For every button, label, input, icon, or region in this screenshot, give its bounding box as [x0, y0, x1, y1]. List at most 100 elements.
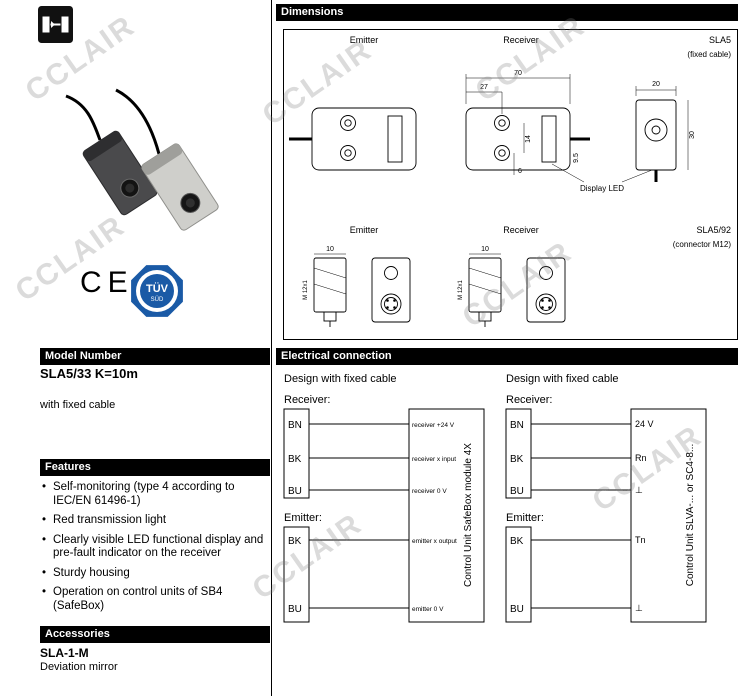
terminal-label: ⊥: [635, 485, 643, 495]
receiver-cap: [141, 143, 183, 175]
receiver-lens-inner: [185, 198, 195, 208]
icon-receiver-block: [61, 16, 69, 33]
features-list: Self-monitoring (type 4 according to IEC…: [40, 481, 276, 619]
side-body: [635, 99, 677, 171]
terminal-label: receiver 0 V: [412, 488, 447, 495]
emitter-front-lens: [384, 266, 398, 280]
control-unit-box: [408, 408, 485, 623]
emitter-hole-top: [340, 115, 356, 131]
receiver-body: [465, 107, 571, 171]
pin-label-bu: BU: [510, 604, 524, 615]
terminal-label: Tn: [635, 535, 646, 545]
pin-label-bu: BU: [510, 486, 524, 497]
emitter-label-bottom: Emitter: [350, 225, 379, 235]
circuit-title: Design with fixed cable: [284, 373, 397, 385]
m12-pin: [386, 299, 389, 302]
dimensions-header-label: Dimensions: [281, 6, 344, 18]
side-lens: [644, 118, 668, 142]
accessory-name: SLA-1-M: [40, 646, 89, 660]
feature-item: Clearly visible LED functional display a…: [40, 534, 276, 561]
terminal-label: emitter 0 V: [412, 606, 444, 613]
hatch-line: [313, 283, 347, 295]
control-unit-box: [630, 408, 707, 623]
tuv-circle: [140, 274, 174, 308]
emitter-pin-box: [505, 526, 532, 623]
emitter-pin-box: [283, 526, 310, 623]
sensor-emitter-photo: [82, 130, 158, 216]
tuv-sub-text: SÜD: [151, 296, 164, 303]
receiver-pin-box: [505, 408, 532, 499]
variant-fixed-label: SLA5: [709, 35, 731, 45]
side-lens-inner: [651, 125, 661, 135]
emitter-body: [311, 107, 417, 171]
pin-label-bn: BN: [288, 420, 302, 431]
control-unit-label: Control Unit SafeBox module 4X: [463, 443, 474, 587]
feature-item: Self-monitoring (type 4 according to IEC…: [40, 481, 276, 508]
pin-label-bu: BU: [288, 604, 302, 615]
dim-hole-gap-label: 14: [525, 135, 532, 143]
receiver-section-label: Receiver:: [284, 394, 330, 406]
emitter-m12-connector-inner: [384, 297, 398, 311]
variant-fixed-sub-label: (fixed cable): [687, 50, 731, 59]
emitter-lens-inner: [125, 183, 135, 193]
emitter-label-top: Emitter: [350, 35, 379, 45]
variant-connector-label: SLA5/92: [696, 225, 731, 235]
terminal-label: Rn: [635, 453, 647, 463]
receiver-hole-bottom: [494, 145, 510, 161]
variant-connector-sub-label: (connector M12): [673, 240, 732, 249]
through-beam-sensor-icon: [38, 6, 73, 43]
emitter-m12-plug: [323, 311, 337, 322]
dim-width-label: 70: [514, 70, 522, 77]
electrical-header-label: Electrical connection: [281, 350, 392, 362]
m12-pin: [541, 306, 544, 309]
emitter-section-label: Emitter:: [284, 512, 322, 524]
feature-item: Sturdy housing: [40, 567, 276, 581]
terminal-label: 24 V: [635, 419, 654, 429]
emitter-cable: [65, 94, 102, 141]
emitter-front-view: [289, 107, 417, 171]
pin-label-bk: BK: [288, 536, 302, 547]
receiver-front-lens: [539, 266, 553, 280]
terminal-label: receiver x input: [412, 456, 456, 463]
column-divider: [271, 0, 272, 696]
pin-label-bk: BK: [288, 454, 302, 465]
dim-bottom-gap-label: 6: [518, 168, 522, 175]
icon-beam-arrow: [51, 21, 55, 28]
display-led-callout: Display LED: [551, 163, 653, 193]
feature-item: Operation on control units of SB4 (SafeB…: [40, 586, 276, 613]
receiver-hole-top-inner: [498, 119, 506, 127]
pin-label-bn: BN: [510, 420, 524, 431]
receiver-front-body: [526, 257, 566, 323]
receiver-hole-top: [494, 115, 510, 131]
accessory-description: Deviation mirror: [40, 661, 118, 673]
hatch-line: [468, 283, 502, 295]
ce-mark: CE: [80, 266, 134, 299]
features-header: Features: [40, 459, 270, 476]
dim-offset-label: 27: [480, 84, 488, 91]
m12-pin: [548, 299, 551, 302]
receiver-section-label: Receiver:: [506, 394, 552, 406]
emitter-window: [387, 115, 403, 163]
accessories-header-label: Accessories: [45, 628, 110, 640]
dim-conn-len-label: 10: [326, 246, 334, 253]
receiver-hole-bottom-inner: [498, 149, 506, 157]
dimensions-drawing: Emitter Receiver SLA5 (fixed cable): [289, 35, 732, 327]
product-photo: [65, 88, 219, 231]
pin-label-bu: BU: [288, 486, 302, 497]
receiver-connector-views: 10 M 12x1: [458, 246, 566, 327]
icon-emitter-block: [42, 16, 50, 33]
accessories-header: Accessories: [40, 626, 270, 643]
receiver-front-view: [465, 107, 590, 171]
m12-pin: [386, 306, 389, 309]
m12-pin: [393, 306, 396, 309]
receiver-m12-connector: [535, 293, 557, 315]
display-led-label: Display LED: [580, 184, 624, 193]
model-number-note: with fixed cable: [40, 399, 116, 411]
m12-pin: [541, 299, 544, 302]
receiver-m12-plug: [478, 311, 492, 322]
receiver-label-top: Receiver: [503, 35, 539, 45]
receiver-dimensions: 70 27 14 6 9.5: [465, 70, 580, 175]
led-leader-line: [621, 169, 653, 183]
dim-height-label: 30: [689, 131, 696, 139]
